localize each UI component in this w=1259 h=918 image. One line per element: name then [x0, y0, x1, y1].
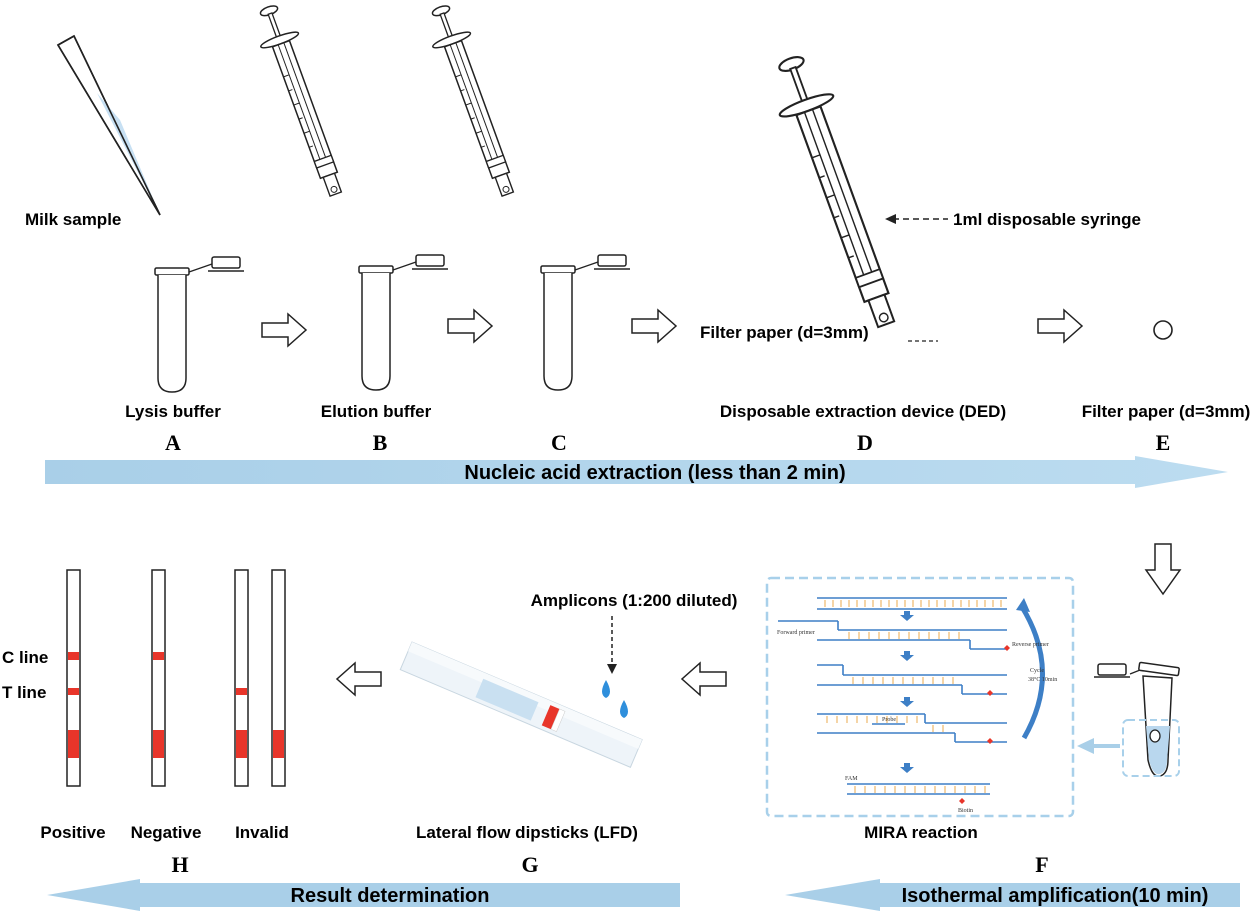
forward-primer-label: Forward primer — [777, 630, 815, 636]
tube-zoom-box — [1122, 719, 1180, 777]
syringe-b-icon — [248, 0, 356, 202]
filter-paper-e-label: Filter paper (d=3mm) — [1082, 402, 1251, 421]
arrow-c-d-icon — [631, 309, 677, 343]
amplicons-label: Amplicons (1:200 diluted) — [531, 591, 738, 610]
syringe-c-icon — [420, 0, 528, 202]
reverse-primer-label: Reverse primer — [1012, 642, 1049, 648]
tube-c-icon — [540, 254, 631, 391]
cycle-condition-label: 38°C 10min — [1028, 676, 1057, 683]
droplet-1-icon — [602, 680, 610, 698]
lfd-dipstick-icon — [399, 641, 643, 768]
step-b-letter: B — [373, 430, 388, 455]
filter-paper-d-label: Filter paper (d=3mm) — [700, 323, 869, 342]
probe-label: Probe — [882, 717, 896, 723]
ded-label: Disposable extraction device (DED) — [720, 402, 1006, 421]
pipette-tip-icon — [56, 34, 161, 216]
strip-invalid-1 — [234, 569, 249, 787]
result-banner — [47, 879, 680, 911]
cycle-arrow-icon — [1019, 605, 1045, 740]
filter-paper-disc-icon — [1153, 320, 1173, 340]
fam-label: FAM — [845, 776, 858, 782]
invalid-label: Invalid — [235, 823, 289, 842]
syringe-d-icon — [761, 47, 914, 335]
step-e-letter: E — [1156, 430, 1171, 455]
c-line-label: C line — [2, 648, 48, 667]
arrow-a-b-icon — [261, 313, 307, 347]
syringe-callout-arrowhead — [885, 214, 896, 224]
elution-buffer-label: Elution buffer — [321, 402, 432, 421]
step-h-letter: H — [171, 852, 188, 877]
amplicons-arrowhead — [607, 664, 617, 674]
step-g-letter: G — [521, 852, 538, 877]
tube-a-icon — [154, 256, 245, 393]
strip-positive — [66, 569, 81, 787]
extraction-banner-label: Nucleic acid extraction (less than 2 min… — [464, 462, 845, 484]
lfd-label: Lateral flow dipsticks (LFD) — [416, 823, 638, 842]
isothermal-banner-label: Isothermal amplification(10 min) — [902, 885, 1209, 907]
step-d-letter: D — [857, 430, 873, 455]
tube-b-icon — [358, 254, 449, 391]
zoom-arrow-icon — [1077, 738, 1120, 754]
strip-negative — [151, 569, 166, 787]
droplet-2-icon — [620, 700, 628, 718]
isothermal-banner — [785, 879, 1240, 911]
result-banner-label: Result determination — [291, 885, 490, 907]
mira-reaction-box — [765, 576, 1075, 818]
positive-label: Positive — [40, 823, 105, 842]
cycle-label: Cycle — [1030, 668, 1044, 674]
tube-f-icon — [1094, 661, 1180, 777]
lysis-buffer-label: Lysis buffer — [125, 402, 221, 421]
mira-diagram — [778, 597, 1007, 795]
arrow-down-icon — [1144, 543, 1182, 596]
mira-tick-marks — [824, 600, 1002, 793]
biotin-label: Biotin — [958, 808, 973, 814]
strip-invalid-2 — [271, 569, 286, 787]
mira-markers — [959, 645, 1010, 804]
arrow-f-g-icon — [681, 662, 727, 696]
negative-label: Negative — [131, 823, 202, 842]
step-c-letter: C — [551, 430, 567, 455]
arrow-b-c-icon — [447, 309, 493, 343]
mira-step-arrows — [900, 611, 914, 773]
mira-reaction-label: MIRA reaction — [864, 823, 978, 842]
step-a-letter: A — [165, 430, 181, 455]
arrow-g-h-icon — [336, 662, 382, 696]
t-line-label: T line — [2, 683, 46, 702]
milk-sample-label: Milk sample — [25, 210, 121, 229]
cycle-arrowhead-icon — [1016, 598, 1030, 612]
syringe-label: 1ml disposable syringe — [953, 210, 1141, 229]
arrow-d-e-icon — [1037, 309, 1083, 343]
step-f-letter: F — [1035, 852, 1048, 877]
extraction-banner — [45, 456, 1228, 488]
